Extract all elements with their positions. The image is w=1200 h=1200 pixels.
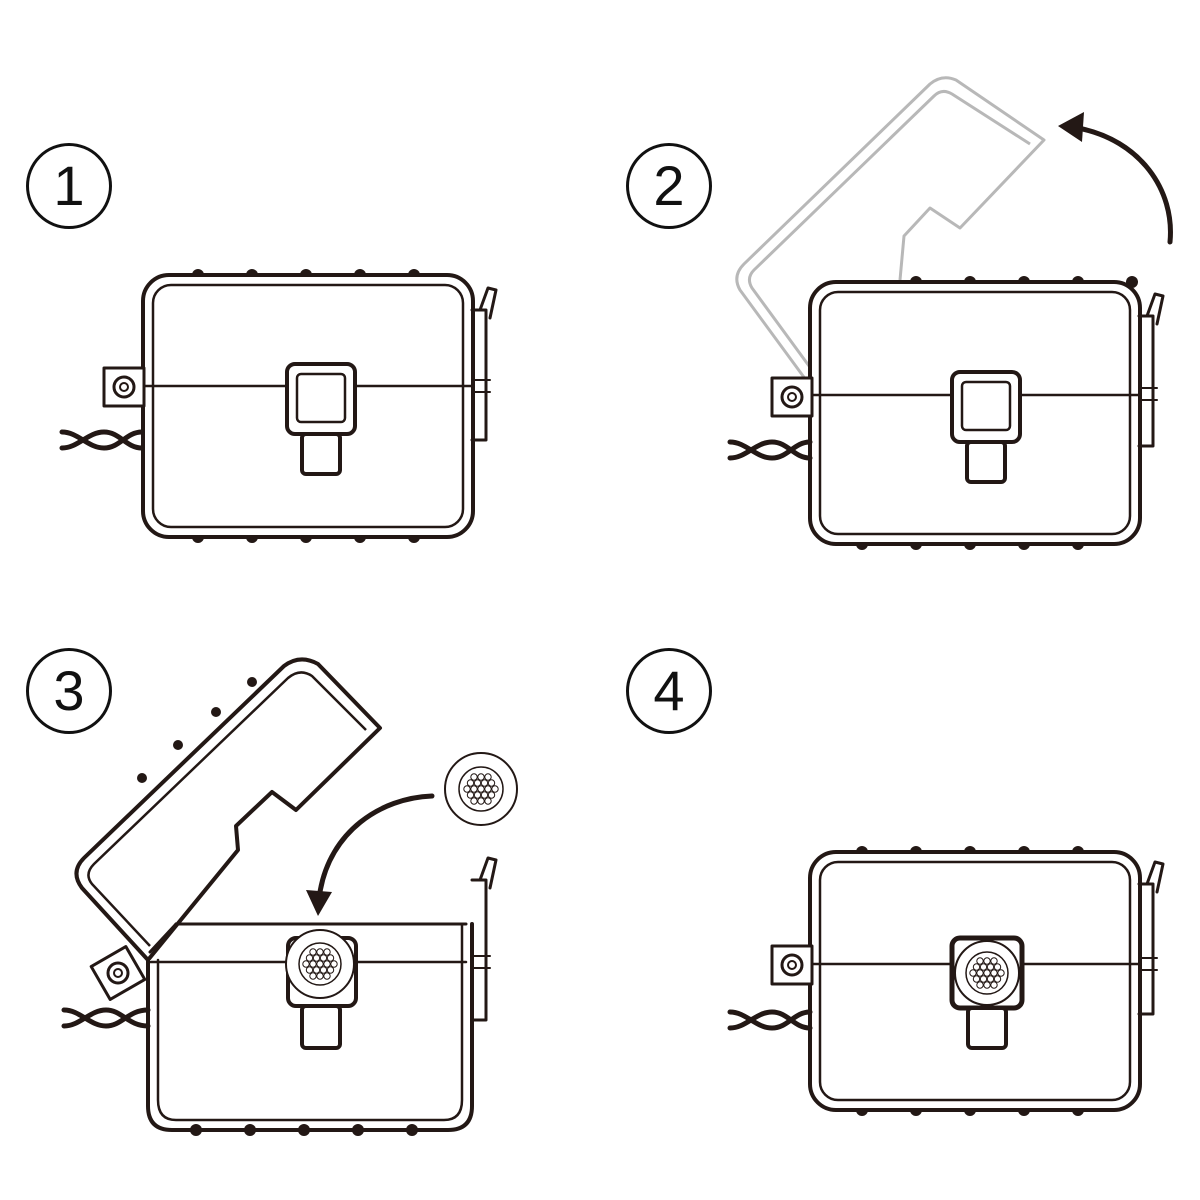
latch-tongue	[300, 1004, 342, 1050]
latch-tongue	[965, 440, 1007, 484]
hinge-tab	[770, 944, 814, 986]
step-3-illustration	[61, 657, 518, 1136]
clip-case-icon	[61, 856, 498, 1136]
twisted-cable-icon	[727, 439, 813, 461]
step-3-panel: 3	[0, 600, 600, 1200]
curved-arrow-icon	[1058, 112, 1173, 245]
clip-case-icon	[727, 846, 1165, 1116]
twisted-cable-icon	[61, 1007, 151, 1029]
step-2-number: 2	[653, 154, 685, 217]
mesh-filter-disc-icon	[285, 929, 355, 999]
hinge-tab	[770, 376, 814, 418]
twisted-cable-icon	[727, 1009, 813, 1031]
open-lid	[74, 657, 382, 962]
step-4-badge: 4	[626, 648, 712, 734]
floating-filter-disc-icon	[444, 752, 518, 826]
ghost-lid	[735, 76, 1046, 381]
latch-tongue	[300, 432, 342, 476]
step-1-panel: 1	[0, 0, 600, 600]
hinge-tab	[89, 945, 147, 1001]
step-4-number: 4	[653, 659, 685, 722]
step-4-panel: 4	[600, 600, 1200, 1200]
hinge-tab	[102, 366, 146, 408]
step-3-badge: 3	[26, 648, 112, 734]
clip-case-icon	[727, 276, 1165, 550]
case-body-inner	[151, 283, 465, 529]
curved-arrow-icon	[306, 793, 435, 916]
latch-tongue	[966, 1006, 1008, 1050]
step-1-illustration	[59, 269, 498, 543]
step-4-illustration	[727, 846, 1165, 1116]
step-2-illustration	[727, 76, 1173, 550]
twisted-cable-icon	[59, 429, 145, 451]
side-clip	[470, 878, 488, 1022]
clip-case-icon	[59, 269, 498, 543]
step-3-number: 3	[53, 659, 85, 722]
step-1-number: 1	[53, 154, 85, 217]
step-1-badge: 1	[26, 143, 112, 229]
step-2-badge: 2	[626, 143, 712, 229]
mesh-filter-disc-icon	[954, 940, 1020, 1006]
step-2-panel: 2	[600, 0, 1200, 600]
